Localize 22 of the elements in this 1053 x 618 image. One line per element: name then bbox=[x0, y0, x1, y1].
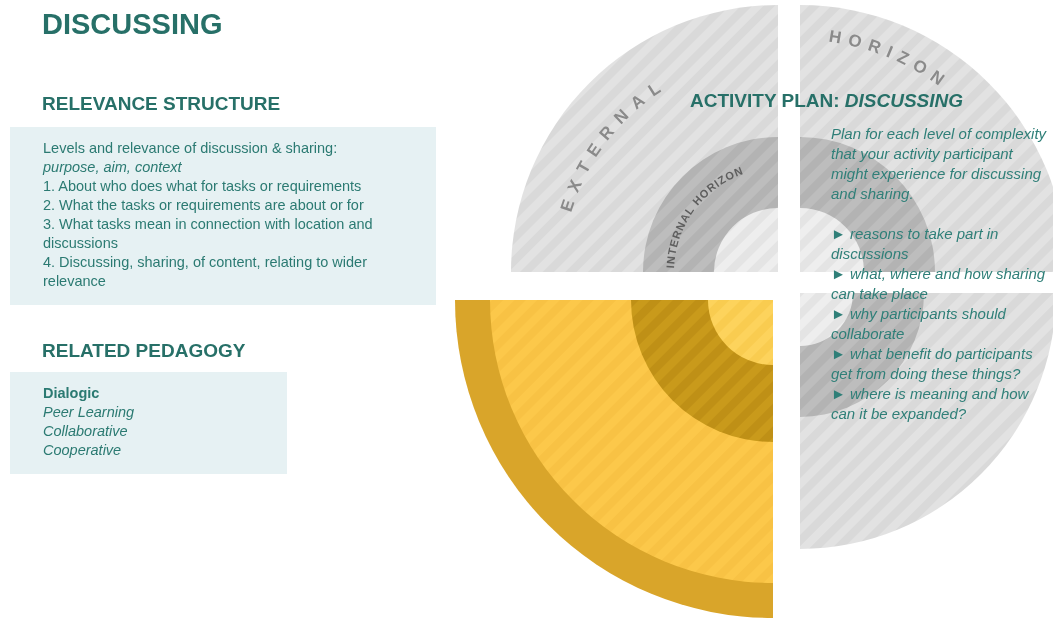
italic-note: Peer Learning bbox=[43, 403, 136, 422]
bullet-item: ► what benefit do participants get from doing these things? bbox=[831, 344, 1034, 384]
text-line: 4. Discussing, sharing, of content, relating to wider relevance bbox=[43, 253, 368, 291]
bullet-item: ► what, where and how sharing can take place bbox=[831, 264, 1047, 304]
pedagogy-name: Dialogic bbox=[43, 384, 101, 403]
text-panel bbox=[10, 372, 287, 474]
text-panel bbox=[10, 127, 436, 305]
text-line: 2. What the tasks or requirements are about or for bbox=[43, 196, 365, 215]
text-line: Levels and relevance of discussion & sharing: bbox=[43, 139, 339, 158]
italic-note: purpose, aim, context bbox=[43, 158, 183, 177]
bullet-item: ► where is meaning and how can it be expanded? bbox=[831, 384, 1030, 424]
text-line: 3. What tasks mean in connection with location and discussions bbox=[43, 215, 374, 253]
bullet-item: ► reasons to take part in discussions bbox=[831, 224, 1000, 264]
italic-note: Cooperative bbox=[43, 441, 123, 460]
italic-note: Collaborative bbox=[43, 422, 129, 441]
section-heading: RELATED PEDAGOGY bbox=[42, 340, 246, 362]
section-heading: RELEVANCE STRUCTURE bbox=[42, 93, 281, 115]
bullet-item: ► why participants should collaborate bbox=[831, 304, 1007, 344]
text-line: 1. About who does what for tasks or requirements bbox=[43, 177, 363, 196]
panel-heading: ACTIVITY PLAN: DISCUSSING bbox=[690, 90, 964, 112]
plan-paragraph: Plan for each level of complexity that your activity participant might experience for discussing and sharing. bbox=[831, 124, 1048, 204]
page-title: DISCUSSING bbox=[42, 8, 223, 41]
